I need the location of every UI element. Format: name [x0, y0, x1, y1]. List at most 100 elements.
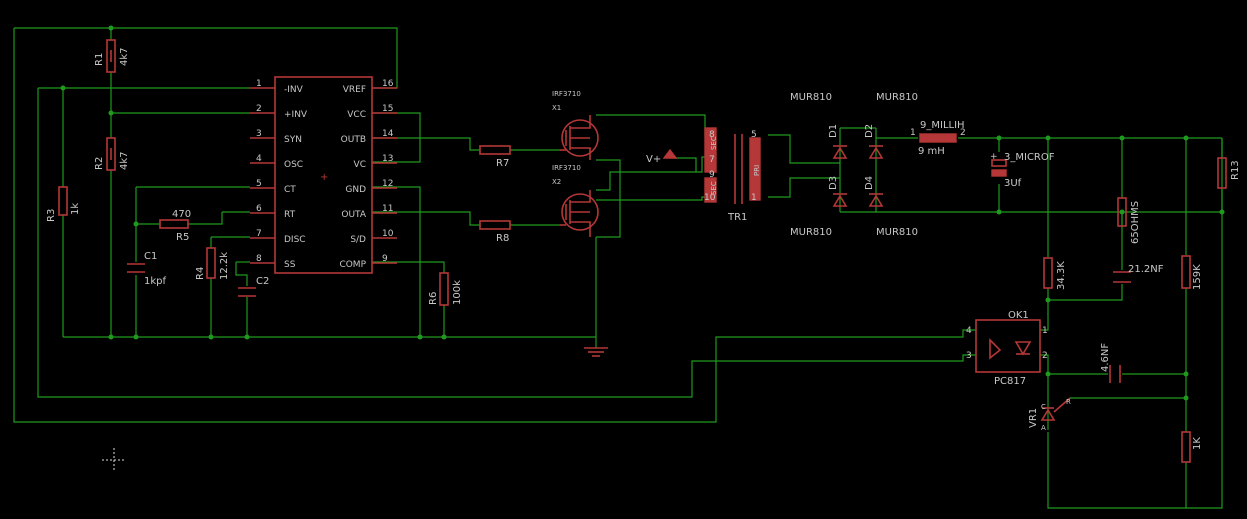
transformer-tr1[interactable]: 8 7 9 10 5 1 SEC SEC PRI TR1: [704, 127, 761, 223]
junction-dot: [1045, 371, 1051, 377]
resistor-34k3[interactable]: 34.3K: [1043, 257, 1067, 290]
d3-name: D3: [828, 176, 839, 190]
r2-name: R2: [94, 157, 105, 170]
c1-value: 1kpf: [144, 276, 167, 287]
capacitor-c2[interactable]: C2: [238, 276, 269, 297]
ok1-pin: 1: [1042, 326, 1048, 336]
tr1-sec-label: SEC: [710, 136, 718, 150]
c2-name: C2: [256, 276, 269, 287]
ic-pin-number: 16: [382, 79, 394, 89]
ok1-pin: 2: [1042, 351, 1048, 361]
inductor-pin: 1: [910, 128, 916, 138]
junction-dot: [1219, 209, 1225, 215]
ic-pin-name: COMP: [339, 260, 366, 270]
tr1-pin: 9: [709, 170, 715, 180]
vplus-label: V+: [646, 154, 661, 165]
capacitor-3uf[interactable]: + 3_MICROF 3Uf: [990, 152, 1055, 189]
d1-value: MUR810: [790, 92, 832, 103]
crosshair-cursor-icon: [102, 448, 126, 472]
tr1-pri-label: PRI: [753, 165, 761, 176]
diode-d1[interactable]: D1 MUR810: [790, 92, 848, 159]
junction-dot: [1119, 209, 1125, 215]
r13-name: R13: [1230, 160, 1241, 180]
ic-pin-name: RT: [284, 210, 296, 220]
ic-pin-name: VCC: [347, 110, 366, 120]
junction-dot: [996, 209, 1002, 215]
r4-name: R4: [195, 267, 206, 280]
inductor-value: 9 mH: [918, 146, 945, 157]
tr1-sec-label: SEC: [710, 181, 718, 195]
resistor-r6[interactable]: R6 100k: [428, 272, 463, 306]
r5-value: 470: [172, 209, 191, 220]
diode-d4[interactable]: D4 MUR810: [864, 176, 918, 238]
vr1-pin-c: C: [1041, 403, 1046, 411]
resistor-r4[interactable]: R4 12.2k: [195, 247, 230, 280]
tr1-pin: 5: [751, 130, 757, 140]
junction-dot: [208, 334, 214, 340]
junction-dot: [133, 221, 139, 227]
resistor-r5[interactable]: 470 R5: [159, 209, 191, 243]
resistor-1k[interactable]: 1K: [1181, 431, 1203, 463]
capacitor-4nf6[interactable]: 4.6NF: [1100, 343, 1121, 383]
ic-pin-name: S/D: [350, 235, 366, 245]
r4-value: 12.2k: [219, 252, 230, 280]
ic-pin-number: 5: [256, 179, 262, 189]
junctions: [60, 25, 1225, 401]
resistor-65ohm[interactable]: 65OHMS: [1117, 197, 1141, 244]
cout-name: 3_MICROF: [1004, 152, 1055, 163]
mosfet-x1[interactable]: IRF3710 X1: [552, 90, 599, 160]
v-plus-source[interactable]: V+: [646, 148, 678, 165]
r159-value: 159K: [1192, 264, 1203, 290]
junction-dot: [996, 135, 1002, 141]
ic-pin-number: 6: [256, 204, 262, 214]
ic-pin-name: VREF: [343, 85, 366, 95]
r3-name: R3: [46, 209, 57, 222]
resistor-r8[interactable]: R8: [479, 220, 511, 244]
r2-value: 4k7: [119, 151, 130, 170]
junction-dot: [60, 85, 66, 91]
capacitor-c1[interactable]: C1 1kpf: [127, 251, 167, 287]
vr1-pin-a: A: [1041, 424, 1046, 432]
optocoupler-ok1[interactable]: 4 3 1 2 OK1 PC817: [966, 310, 1048, 387]
tr1-pin: 7: [709, 155, 715, 165]
inductor-9mh[interactable]: 1 2 9_MILLIH 9 mH: [910, 120, 966, 157]
r1k-value: 1K: [1192, 437, 1203, 450]
capacitor-21nf[interactable]: 21.2NF: [1113, 264, 1164, 283]
x1-value: IRF3710: [552, 90, 581, 98]
ic-pin-number: 10: [382, 229, 394, 239]
junction-dot: [441, 334, 447, 340]
ic-pin-name: SYN: [284, 135, 302, 145]
junction-dot: [108, 334, 114, 340]
cout-value: 3Uf: [1004, 178, 1022, 189]
ic-pin-number: 11: [382, 204, 393, 214]
d4-name: D4: [864, 176, 875, 190]
shunt-regulator-vr1[interactable]: C A R VR1: [1028, 397, 1071, 432]
junction-dot: [108, 25, 114, 31]
mosfet-x2[interactable]: IRF3710 X2: [552, 164, 599, 237]
pwm-controller-ic[interactable]: +: [274, 76, 373, 274]
ic-pin-number: 1: [256, 79, 262, 89]
ic-pins: 1-INV2+INV3SYN4OSC5CT6RT7DISC8SS16VREF15…: [250, 79, 397, 270]
c212-value: 21.2NF: [1128, 264, 1164, 275]
diode-d2[interactable]: D2 MUR810: [864, 92, 918, 159]
c46-value: 4.6NF: [1100, 343, 1111, 372]
ic-pin-name: GND: [345, 185, 366, 195]
resistor-159k[interactable]: 159K: [1181, 255, 1203, 290]
resistor-r1[interactable]: R1 4k7: [94, 39, 130, 73]
junction-dot: [244, 334, 250, 340]
ic-pin-number: 14: [382, 129, 394, 139]
ok1-pin: 4: [966, 326, 972, 336]
diode-d3[interactable]: D3 MUR810: [790, 176, 848, 238]
tr1-pin: 1: [751, 193, 757, 203]
ground-symbol: [584, 347, 608, 357]
tr1-pin: 10: [704, 193, 716, 203]
resistor-r7[interactable]: R7: [479, 145, 511, 169]
resistor-r2[interactable]: R2 4k7: [94, 137, 130, 171]
ic-pin-number: 12: [382, 179, 393, 189]
d1-name: D1: [828, 124, 839, 138]
resistor-r3[interactable]: R3 1k: [46, 186, 81, 222]
ok1-value: PC817: [994, 376, 1026, 387]
resistor-r13[interactable]: R13: [1217, 157, 1241, 189]
junction-dot: [417, 334, 423, 340]
ic-pin-number: 9: [382, 254, 388, 264]
